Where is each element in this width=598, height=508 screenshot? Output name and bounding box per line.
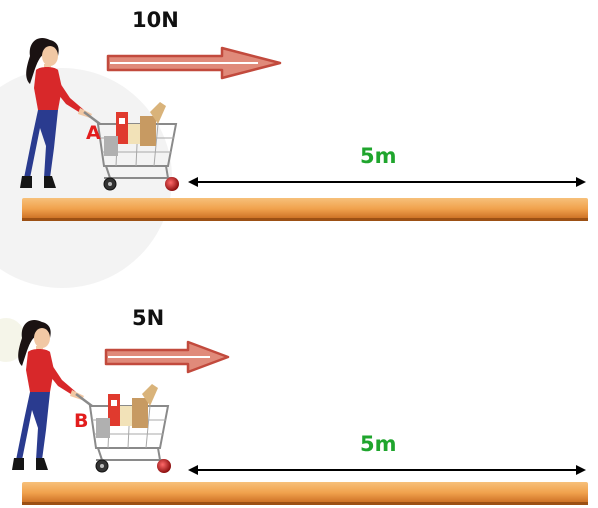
force-label-a: 10N [132, 8, 179, 32]
scene-a [18, 36, 588, 221]
ground-b [22, 482, 588, 504]
scene-b [10, 318, 588, 505]
scene-letter-a: A [86, 122, 101, 144]
scene-letter-b: B [74, 410, 89, 432]
ground-a [22, 198, 588, 220]
force-label-b: 5N [132, 306, 165, 330]
distance-label-b: 5m [360, 432, 397, 456]
distance-label-a: 5m [360, 144, 397, 168]
woman-pushing-cart-icon [10, 318, 173, 475]
